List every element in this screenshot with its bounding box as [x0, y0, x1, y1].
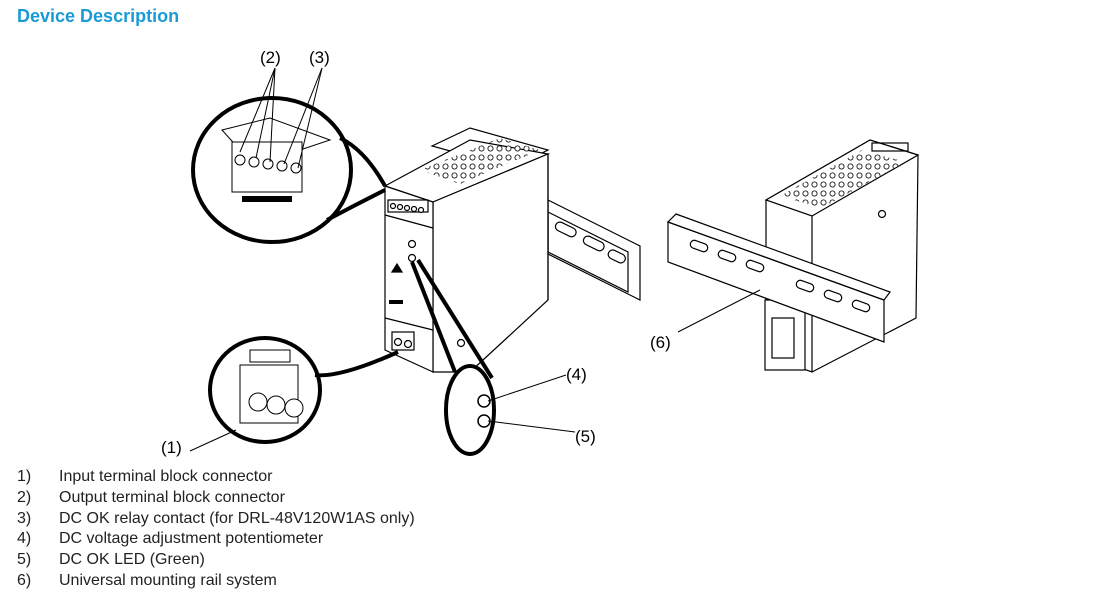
legend-list: 1)Input terminal block connector 2)Outpu…: [17, 467, 415, 592]
callout-6: (6): [650, 333, 671, 352]
device-illustration: (1) (2) (3) (4) (5) (6): [161, 48, 920, 457]
legend-item: 1)Input terminal block connector: [17, 468, 273, 485]
din-rail-right: [666, 213, 891, 343]
callout-3: (3): [309, 48, 330, 67]
callout-1: (1): [161, 438, 182, 457]
power-supply-front-view: [383, 127, 641, 373]
callout-5: (5): [575, 427, 596, 446]
din-rail-left: [547, 199, 641, 301]
detail-circle-output-terminals: [191, 96, 387, 244]
legend-item: 5)DC OK LED (Green): [17, 551, 205, 569]
legend-item: 2)Output terminal block connector: [17, 488, 285, 506]
detail-circle-input-terminals: [208, 336, 399, 444]
legend-item: 4)DC voltage adjustment potentiometer: [17, 530, 324, 548]
legend-item: 3)DC OK relay contact (for DRL-48V120W1A…: [17, 509, 415, 527]
callout-4: (4): [566, 365, 587, 384]
legend-item: 6)Universal mounting rail system: [17, 571, 277, 589]
leader-lines: [189, 67, 761, 452]
detail-circle-adjust-led: [410, 258, 496, 456]
callout-2: (2): [260, 48, 281, 67]
page-title: Device Description: [17, 6, 180, 26]
